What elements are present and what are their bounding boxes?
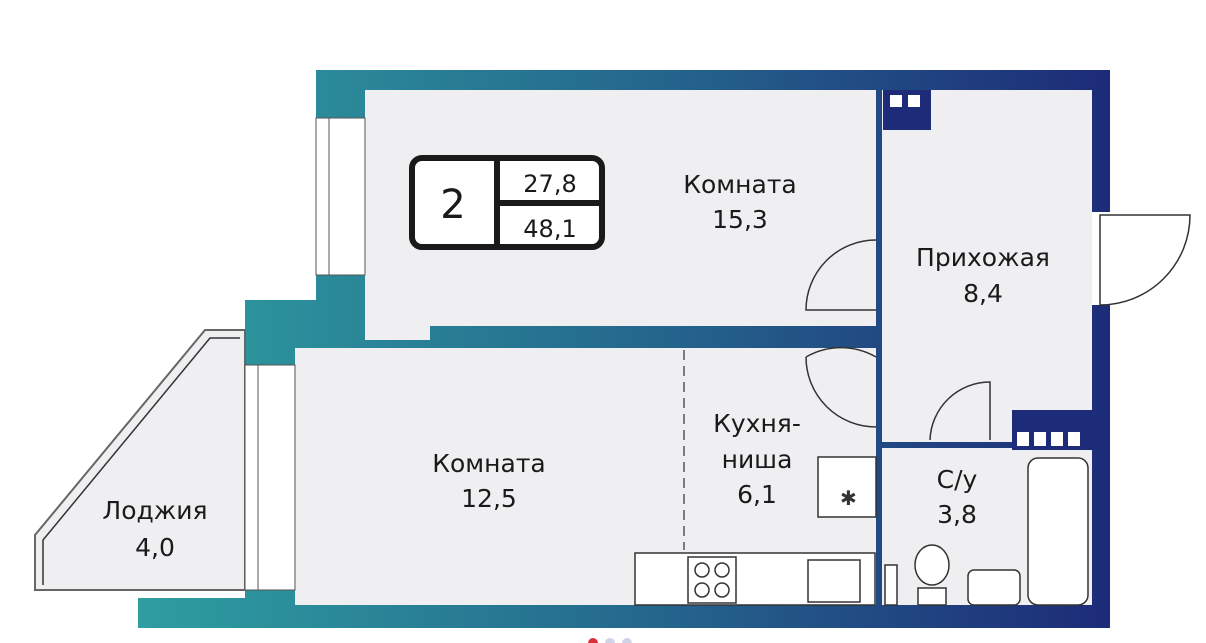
total-area: 48,1 xyxy=(523,215,576,243)
bathroom-area: 3,8 xyxy=(937,500,977,529)
apartment-badge: 2 27,8 48,1 xyxy=(409,155,605,250)
hallway xyxy=(882,90,1092,442)
loggia-name: Лоджия xyxy=(102,496,207,525)
kitchen-name-2: ниша xyxy=(722,445,793,474)
room-count: 2 xyxy=(440,182,465,228)
pagination-dot[interactable] xyxy=(622,638,632,643)
svg-text:✱: ✱ xyxy=(840,486,857,510)
pagination-dot-active[interactable] xyxy=(588,638,598,643)
bathroom-name: С/у xyxy=(937,465,978,494)
fixtures: ✱ xyxy=(634,90,1092,606)
room-2-name: Комната xyxy=(432,449,545,478)
doors xyxy=(805,212,1191,441)
hallway-area: 8,4 xyxy=(963,279,1003,308)
kitchen-name: Кухня- xyxy=(713,409,801,438)
kitchen-area: 6,1 xyxy=(737,480,777,509)
loggia-area: 4,0 xyxy=(135,533,175,562)
hallway-name: Прихожая xyxy=(916,243,1050,272)
room-2-area: 12,5 xyxy=(461,484,517,513)
pagination-dot[interactable] xyxy=(605,638,615,643)
room-1-area: 15,3 xyxy=(712,205,768,234)
living-area: 27,8 xyxy=(523,170,576,198)
windows xyxy=(244,117,366,591)
loggia xyxy=(34,329,246,591)
loggia-railing xyxy=(42,337,240,585)
room-1-name: Комната xyxy=(683,170,796,199)
